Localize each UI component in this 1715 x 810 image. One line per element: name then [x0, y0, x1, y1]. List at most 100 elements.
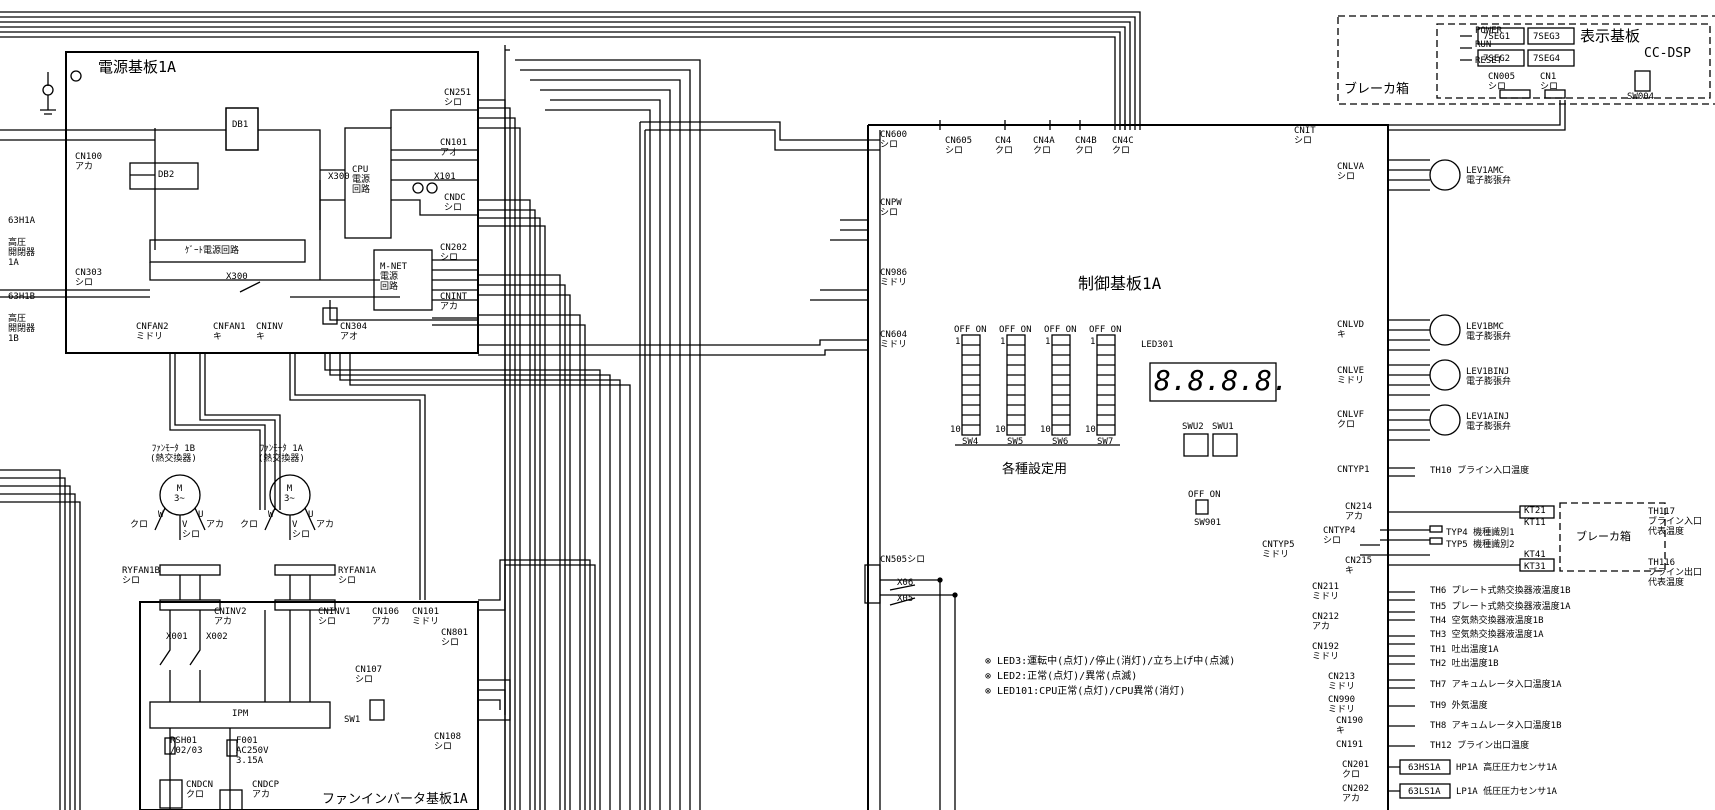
display-cn005: CN005 シロ — [1488, 72, 1516, 92]
inv-cndcp: CNDCP アカ — [252, 780, 280, 800]
inverter-board-outline — [139, 601, 479, 810]
inv-sw1: SW1 — [344, 715, 361, 725]
power-cn303: CN303 シロ — [75, 268, 103, 288]
fan-1a-wire-aka: アカ — [316, 520, 335, 530]
inv-cn801: CN801 シロ — [441, 628, 469, 648]
ctrl-cn604: CN604 ミドリ — [880, 330, 908, 350]
display-power: POWER — [1475, 26, 1503, 36]
dip-sw5-10: 10 — [995, 425, 1006, 435]
inv-cn107: CN107 シロ — [355, 665, 383, 685]
sensor-th8: TH8 アキュムレータ入口温度1B — [1430, 721, 1562, 731]
sensor-th7: TH7 アキュムレータ入口温度1A — [1430, 680, 1562, 690]
fan-1b-phase-w: W — [158, 510, 164, 520]
display-7seg4: 7SEG4 — [1533, 54, 1561, 64]
sensor-cntyp1: CNTYP1 — [1337, 465, 1370, 475]
switch-63h1a-name: 高圧 開閉器 1A — [8, 238, 36, 268]
sensor-th117: TH117 ブライン入口 代表温度 — [1648, 507, 1703, 537]
dip-sw7-name: SW7 — [1097, 437, 1114, 447]
display-7seg3: 7SEG3 — [1533, 32, 1561, 42]
legend-led101: ⊗ LED101:CPU正常(点灯)/CPU異常(消灯) — [985, 686, 1186, 697]
power-board-internal — [0, 70, 478, 326]
sensor-63ls1a: 63LS1A — [1408, 787, 1441, 797]
power-board-outline — [65, 51, 479, 354]
ctrl-cn605: CN605 シロ — [945, 136, 973, 156]
fan-1b-wire-aka: アカ — [206, 520, 225, 530]
right-side-devices — [1360, 100, 1566, 799]
ctrl-cn4b: CN4B クロ — [1075, 136, 1097, 156]
sensor-kt41: KT41 — [1524, 550, 1546, 560]
sensor-th5: TH5 プレート式熱交換器液温度1A — [1430, 602, 1571, 612]
mnet-power-block: M-NET 電源 回路 — [380, 262, 408, 292]
dip-sw6-10: 10 — [1040, 425, 1051, 435]
dip-sw4-off-on: OFF ON — [954, 325, 987, 335]
ctrl-cn4: CN4 クロ — [995, 136, 1014, 156]
power-board-title: 電源基板1A — [98, 58, 177, 76]
inv-cn101: CN101 ミドリ — [412, 607, 440, 627]
sensor-cn191: CN191 — [1336, 740, 1364, 750]
ctrl-cn4a: CN4A クロ — [1033, 136, 1055, 156]
settings-label: 各種設定用 — [1002, 462, 1068, 477]
inv-x002: X002 — [206, 632, 228, 642]
ctrl-x06: X06 — [897, 578, 914, 588]
breaker-box-title: ブレーカ箱 — [1344, 82, 1410, 97]
x101-relay-label: X101 — [434, 172, 456, 182]
power-cn251: CN251 シロ — [444, 88, 472, 108]
ctrl-x05: X05 — [897, 594, 914, 604]
swu2-label: SWU2 — [1182, 422, 1204, 432]
valve-2-name: LEV1BMC 電子膨張弁 — [1466, 322, 1512, 342]
dip-sw5-off-on: OFF ON — [999, 325, 1032, 335]
inv-rsh: RSH01 /02/03 — [170, 736, 203, 756]
display-board-code: CC-DSP — [1644, 46, 1691, 61]
control-board-internal — [478, 120, 1277, 810]
led301-label: LED301 — [1141, 340, 1174, 350]
power-cndc: CNDC シロ — [444, 193, 466, 213]
display-run: RUN — [1475, 40, 1492, 50]
sensor-cntyp4: CNTYP4 シロ — [1323, 526, 1356, 546]
sensor-kt31: KT31 — [1524, 562, 1546, 572]
sensor-lp1a: LP1A 低圧圧力センサ1A — [1456, 787, 1557, 797]
fan-1b-wire-kuro: クロ — [130, 520, 149, 530]
sw901-off-on: OFF ON — [1188, 490, 1221, 500]
swu1-label: SWU1 — [1212, 422, 1234, 432]
switch-63h1b-name: 高圧 開閉器 1B — [8, 314, 36, 344]
fan-1a-motor-symbol: M 3~ — [284, 484, 295, 504]
power-cnfan1: CNFAN1 キ — [213, 322, 246, 342]
fan-1b-motor-symbol: M 3~ — [174, 484, 185, 504]
sensor-th3: TH3 空気熱交換器液温度1A — [1430, 630, 1544, 640]
switch-63h1b-code: 63H1B — [8, 292, 36, 302]
fan-1a-title: ﾌｧﾝﾓｰﾀ 1A (熱交換器) — [258, 444, 305, 464]
display-cn1: CN1 シロ — [1540, 72, 1559, 92]
inv-x001: X001 — [166, 632, 188, 642]
sw901-label: SW901 — [1194, 518, 1222, 528]
inv-ipm: IPM — [232, 709, 249, 719]
ryfan1b-label: RYFAN1B シロ — [122, 566, 160, 586]
dip-sw5-name: SW5 — [1007, 437, 1024, 447]
inv-cndcn: CNDCN クロ — [186, 780, 214, 800]
power-cn202: CN202 シロ — [440, 243, 468, 263]
sensor-cn211: CN211 ミドリ — [1312, 582, 1340, 602]
sensor-cn215: CN215 キ — [1345, 556, 1373, 576]
seven-segment-display: 8.8.8.8. — [1154, 364, 1289, 397]
db1-label: DB1 — [232, 120, 249, 130]
sensor-cn213: CN213 ミドリ — [1328, 672, 1356, 692]
dip-sw5-1: 1 — [1000, 337, 1006, 347]
ctrl-cn505: CN505シロ — [880, 555, 926, 565]
inverter-board-title: ファンインバータ基板1A — [322, 792, 468, 807]
inv-cn108: CN108 シロ — [434, 732, 462, 752]
sensor-cntyp5: CNTYP5 ミドリ — [1262, 540, 1295, 560]
display-board-title: 表示基板 — [1580, 27, 1641, 45]
legend-led3: ⊗ LED3:運転中(点灯)/停止(消灯)/立ち上げ中(点滅) — [985, 656, 1236, 667]
power-cn101: CN101 アオ — [440, 138, 468, 158]
fan-1b-phase-v: V — [182, 520, 188, 530]
fan-1a-wire-shiro: シロ — [292, 530, 311, 540]
dip-sw6-1: 1 — [1045, 337, 1051, 347]
x300-relay-label: X300 — [328, 172, 350, 182]
x300-contact-label: X300 — [226, 272, 248, 282]
sensor-kt21: KT21 — [1524, 506, 1546, 516]
dip-sw6-name: SW6 — [1052, 437, 1069, 447]
ctrl-cn986: CN986 ミドリ — [880, 268, 908, 288]
dip-sw4-1: 1 — [955, 337, 961, 347]
control-board-outline — [867, 124, 1389, 810]
valve-4-connector: CNLVF クロ — [1337, 410, 1365, 430]
